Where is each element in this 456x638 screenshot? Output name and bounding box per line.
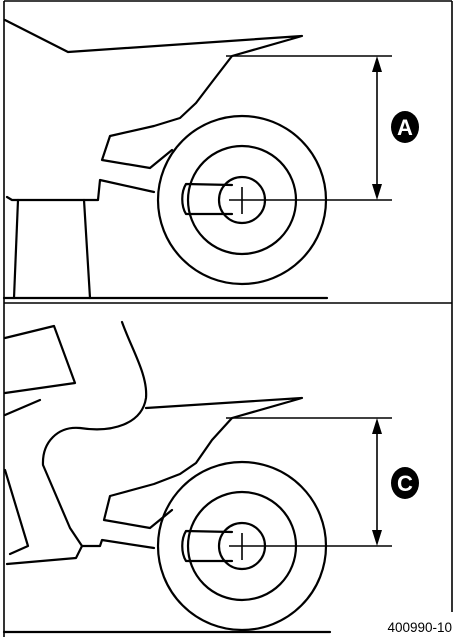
bike-stand [12,198,92,300]
rider-leg [3,324,77,395]
dimension-badge-c: C [391,467,419,499]
rear-fender-top [3,18,304,170]
swingarm-bottom [181,529,234,563]
dimension-label-a: A [397,115,413,140]
dimension-label-c: C [397,471,413,496]
rider-shin [3,468,30,556]
dimension-badge-a: A [391,111,419,143]
top-panel: A [2,18,419,300]
rear-fender-bottom [102,396,304,530]
dimension-arrow-c [372,418,382,546]
dimension-arrow-a [372,56,382,200]
figure-reference-number: 400990-10 [387,620,452,635]
rider-calf [3,398,42,417]
axle-mark-bottom [229,533,392,560]
lower-body-top [5,178,156,202]
lower-body-bottom [80,538,156,550]
swingarm-top [181,182,234,216]
axle-mark-top [229,187,392,214]
bottom-panel: C [2,320,419,634]
rider-back-leg [5,320,148,566]
figure-frame [3,0,453,637]
